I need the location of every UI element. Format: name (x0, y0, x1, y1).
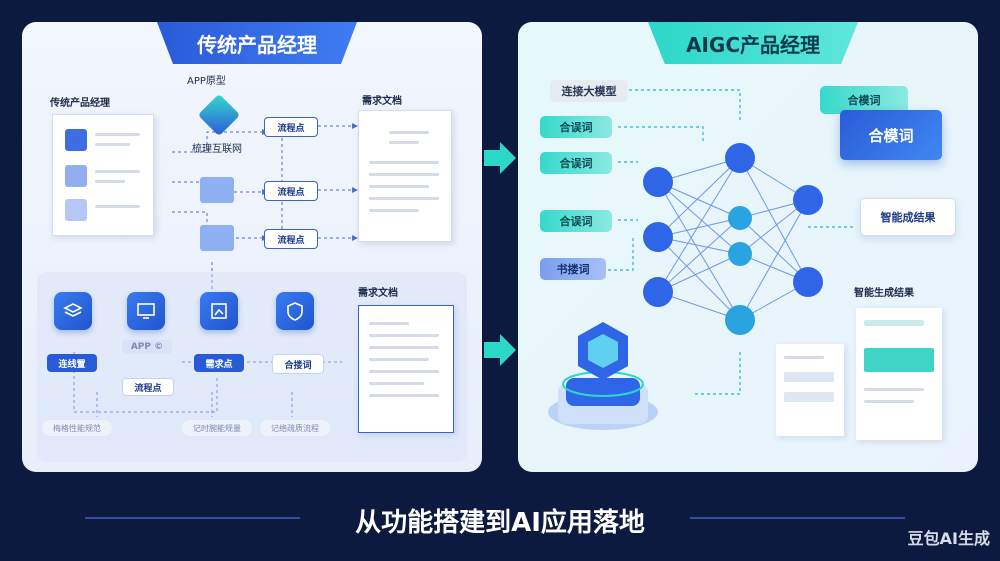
footer-lines (85, 517, 905, 519)
smart-generate-label: 智能生成结果 (854, 288, 914, 299)
arrow-right-icon (484, 142, 516, 174)
flow-node-2: 流程点 (264, 181, 318, 201)
connect-llm-button[interactable]: 连接大模型 (550, 80, 628, 102)
result-doc-1 (776, 344, 844, 436)
bottom-tag-2: 记时腕能规量 (182, 420, 252, 436)
wireframe-label: 梳理互联网 (192, 144, 242, 155)
flow-button[interactable]: 流程点 (122, 378, 174, 396)
left-connectors (73, 123, 358, 417)
neural-network (548, 89, 853, 430)
tpm-label: 传统产品经理 (50, 98, 110, 109)
folder-icon (200, 177, 234, 203)
requirement-doc-bottom (358, 305, 454, 433)
panel-title-traditional: 传统产品经理 (157, 22, 357, 64)
aigc-pm-panel: AIGC产品经理 (518, 22, 978, 472)
image-edit-icon (200, 292, 238, 330)
block-icon (65, 129, 87, 151)
arrow-right-icon (484, 334, 516, 366)
folder-icon (200, 225, 234, 251)
block-icon (65, 199, 87, 221)
block-icon (65, 165, 87, 187)
prompt-pill-3[interactable]: 合误词 (540, 210, 612, 232)
traditional-pm-panel: 传统产品经理 APP原型 传 (22, 22, 482, 472)
panel-title-aigc: AIGC产品经理 (648, 22, 858, 64)
prompt-card-big: 合模词 (840, 110, 942, 160)
flow-node-3: 流程点 (264, 229, 318, 249)
flow-node-1: 流程点 (264, 117, 318, 137)
req-doc-top-label: 需求文档 (362, 96, 402, 107)
connect-button[interactable]: 连线置 (47, 354, 97, 372)
prototype-document (52, 114, 154, 236)
result-doc-2 (856, 308, 942, 440)
smart-result-card: 智能成结果 (860, 198, 956, 236)
req-doc-bottom-label: 需求文档 (358, 288, 398, 299)
prompt-pill-1[interactable]: 合误词 (540, 116, 612, 138)
requirement-doc-top (358, 110, 452, 242)
prompt-card-small: 合模词 (820, 86, 908, 114)
watermark: 豆包AI生成 (907, 529, 990, 548)
app-prototype-label: APP原型 (187, 76, 226, 87)
prompt-pill-2[interactable]: 合误词 (540, 152, 612, 174)
shield-doc-icon (276, 292, 314, 330)
prompt-button[interactable]: 合搂词 (272, 354, 324, 374)
app-button[interactable]: APP © (122, 340, 172, 354)
slogan: 从功能搭建到AI应用落地 (355, 508, 645, 538)
requirement-button[interactable]: 需求点 (194, 354, 244, 372)
bottom-tag-1: 梅格性能规范 (42, 420, 112, 436)
prompt-pill-4[interactable]: 书搂词 (540, 258, 606, 280)
bottom-tag-3: 记络疏质流程 (260, 420, 330, 436)
layers-icon (54, 292, 92, 330)
monitor-icon (127, 292, 165, 330)
